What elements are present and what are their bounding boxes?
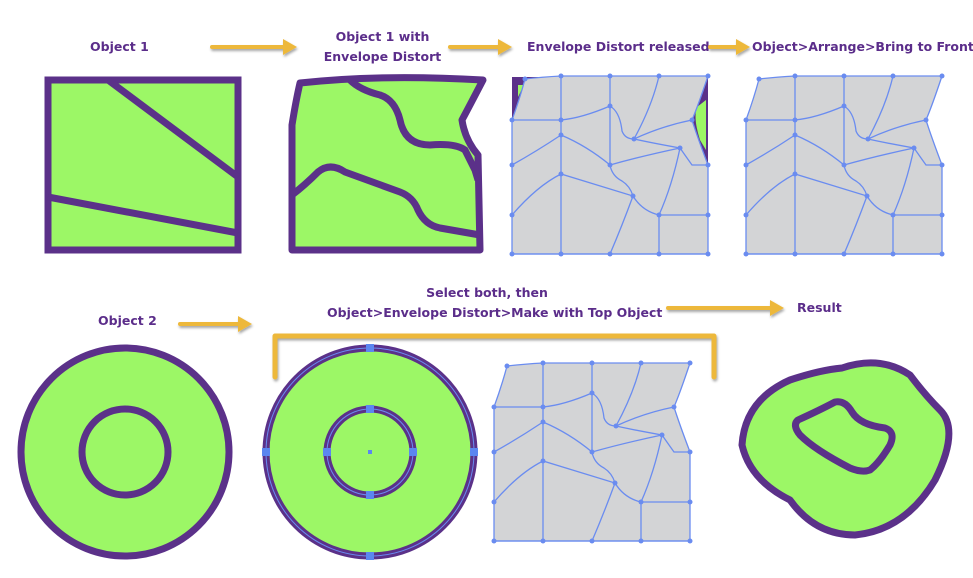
label-object-1-envelope: Object 1 with Envelope Distort — [320, 27, 445, 67]
label-object-1: Object 1 — [90, 39, 149, 54]
arrow-icon — [448, 39, 512, 55]
label-object-1-envelope-line1: Object 1 with — [335, 29, 430, 44]
arrow-icon — [666, 300, 784, 316]
bracket-connector — [272, 333, 717, 380]
brought-to-front-mesh — [743, 73, 945, 257]
arrow-icon — [210, 39, 297, 55]
envelope-mesh-top-object — [491, 360, 693, 544]
released-envelope-mesh — [509, 73, 711, 257]
label-object-2: Object 2 — [98, 313, 157, 328]
label-select-both: Select both, then Object>Envelope Distor… — [327, 283, 663, 323]
label-envelope-released: Envelope Distort released — [527, 39, 710, 54]
object-2-selected — [262, 344, 478, 560]
selection-anchor-points — [262, 344, 478, 560]
arrow-icon — [708, 39, 750, 55]
object-1-square — [44, 76, 242, 254]
label-object-1-envelope-line2: Envelope Distort — [323, 49, 442, 64]
result-distorted-shape — [738, 359, 953, 539]
label-select-both-line2: Object>Envelope Distort>Make with Top Ob… — [327, 305, 663, 320]
object-1-distorted — [288, 74, 487, 254]
label-select-both-line1: Select both, then — [426, 285, 548, 300]
arrow-icon — [178, 316, 252, 332]
label-result: Result — [797, 300, 842, 315]
object-2-circles — [17, 344, 233, 560]
label-bring-to-front: Object>Arrange>Bring to Front — [752, 39, 973, 54]
